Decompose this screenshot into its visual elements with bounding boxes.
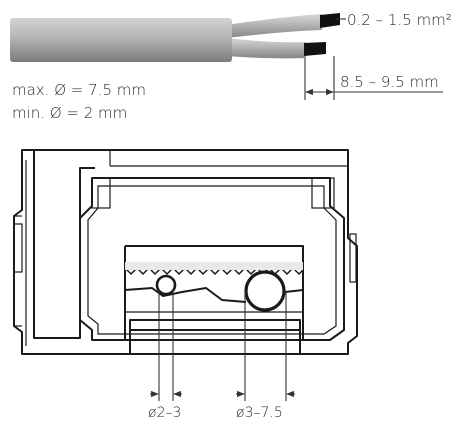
clamp-device: [13, 149, 358, 401]
small-opening: [155, 274, 177, 296]
upper-conductor: [320, 13, 340, 28]
device-left-shell: [33, 150, 95, 339]
min-diameter-label: min. Ø = 2 mm: [12, 104, 127, 122]
lower-slide: [129, 319, 301, 331]
clamping-jaw: [124, 287, 247, 303]
upper-wire-insulation: [226, 14, 322, 38]
max-diameter-label: max. Ø = 7.5 mm: [12, 81, 146, 99]
lower-wire-insulation: [226, 38, 306, 59]
cable-opening-window: [124, 245, 304, 340]
device-inner-frame: [79, 177, 345, 341]
large-opening: [244, 270, 286, 312]
conductor-cross-section-label: 0.2 – 1.5 mm²: [347, 11, 452, 29]
device-outer-body: [13, 149, 358, 355]
cable-sheath: [10, 18, 232, 62]
cable-illustration: [10, 13, 443, 100]
large-opening-diameter-label: ø3–7.5: [236, 405, 283, 421]
lower-conductor: [304, 42, 326, 56]
small-opening-diameter-label: ø2–3: [148, 405, 181, 421]
strip-length-label: 8.5 – 9.5 mm: [340, 73, 439, 91]
